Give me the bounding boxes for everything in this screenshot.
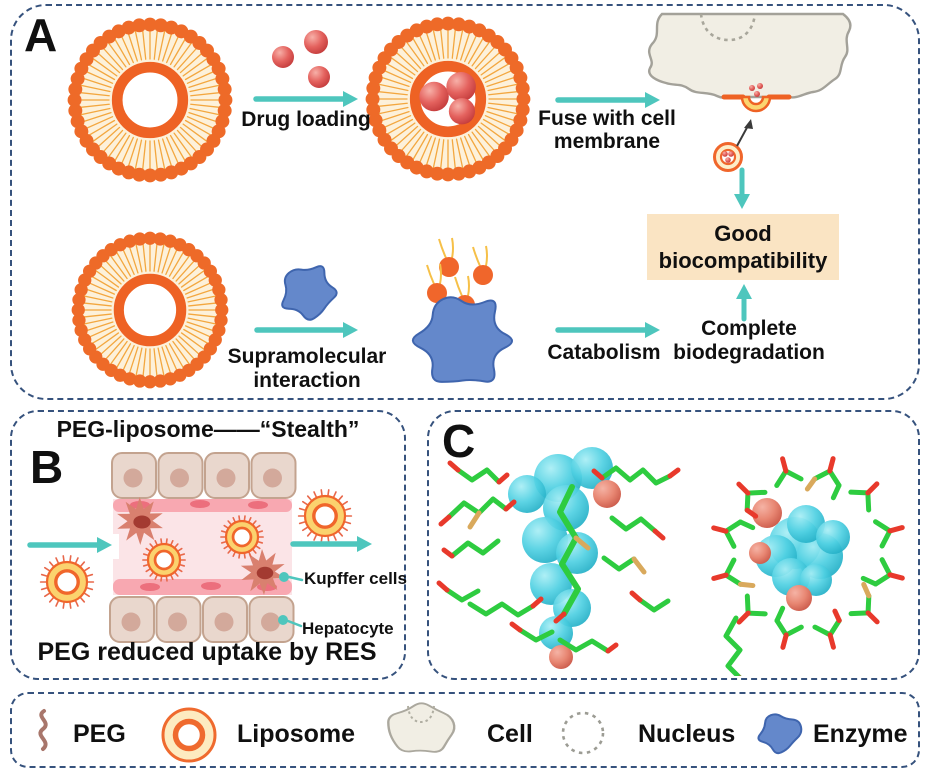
lipid-enzyme-complex	[411, 237, 513, 383]
supramolecular-interaction-label: Supramolecular interaction	[227, 345, 387, 392]
panel-b-title: PEG-liposome——“Stealth”	[56, 416, 360, 442]
arrow	[555, 322, 660, 338]
legend-label-liposome: Liposome	[237, 720, 356, 748]
peg-liposome-in-vessel-2	[220, 515, 264, 559]
drug-loading-label: Drug loading	[241, 108, 371, 131]
legend-border	[10, 692, 920, 768]
cell-icon	[387, 702, 456, 753]
enzyme-small	[281, 265, 338, 321]
complete-biodegradation-label: Complete biodegradation	[673, 317, 825, 364]
legend-label-nucleus: Nucleus	[638, 720, 736, 748]
guest-spheres	[749, 498, 850, 611]
arrow	[254, 322, 358, 338]
legend-scene	[38, 702, 803, 763]
molecule-top-view	[711, 456, 905, 676]
good-biocompatibility-box: Good biocompatibility	[647, 214, 839, 280]
drug-loaded-liposome	[365, 16, 531, 182]
membrane-fusion-site	[721, 83, 792, 113]
arrow	[253, 91, 358, 107]
free-drug-molecules	[272, 30, 330, 88]
arrow	[290, 536, 372, 552]
panel-b-label: B	[30, 441, 64, 493]
peg-liposome-exiting	[297, 489, 353, 543]
fuse-with-cell-membrane-label: Fuse with cell membrane	[538, 107, 676, 153]
hepatocyte-bottom-3	[248, 596, 295, 643]
hepatocyte-bottom-2	[202, 596, 248, 643]
empty-liposome-2	[71, 231, 229, 389]
panel-c-label: C	[442, 415, 476, 467]
hepatocyte-top-1	[157, 452, 204, 499]
kupffer-pointer	[279, 572, 304, 582]
kupffer-cells-label: Kupffer cells	[304, 569, 407, 588]
catabolism-label: Catabolism	[547, 341, 661, 364]
hepatocyte-top-0	[111, 452, 157, 499]
hepatocyte-top-3	[250, 452, 297, 499]
cell	[647, 12, 852, 99]
peg-liposome-in-vessel-1	[142, 538, 186, 582]
enzyme-icon	[757, 713, 803, 755]
legend-label-cell: Cell	[487, 720, 533, 748]
empty-liposome	[67, 17, 233, 183]
panel-b-caption: PEG reduced uptake by RES	[37, 638, 377, 666]
legend-label-enzyme: Enzyme	[813, 720, 908, 748]
hepatocyte-top-2	[204, 452, 250, 499]
panel-b-scene	[27, 452, 372, 643]
arrow	[555, 92, 660, 108]
panel-b-border	[10, 410, 406, 680]
curved-arrow	[736, 119, 753, 147]
hepatocyte-bottom-0	[109, 596, 155, 643]
panel-a-label: A	[24, 9, 58, 61]
liposome-icon	[161, 707, 217, 763]
kupffer-cell-2	[240, 549, 286, 595]
hepatocyte-bottom-1	[155, 596, 202, 643]
molecule-side-view	[436, 447, 681, 669]
arrow	[27, 537, 112, 553]
kupffer-cell-1	[117, 497, 163, 545]
hepatocyte-pointer	[278, 615, 303, 628]
hepatocyte-label: Hepatocyte	[302, 619, 394, 638]
guest-spheres	[508, 447, 621, 669]
legend-label-peg: PEG	[73, 720, 126, 748]
arrow	[734, 167, 750, 209]
arrow	[736, 284, 752, 322]
panel-a-border	[10, 4, 920, 400]
panel-a-scene	[67, 12, 852, 389]
peg-liposome-entering	[39, 555, 95, 609]
host-sticks	[436, 460, 681, 654]
panel-c-scene	[436, 447, 905, 676]
enzyme-large	[411, 296, 513, 383]
host-ring-sticks	[711, 456, 905, 676]
panel-c-border	[427, 410, 920, 680]
nucleus-icon	[561, 711, 605, 755]
endothelium-top	[113, 499, 292, 512]
peg-squiggle-icon	[38, 709, 48, 751]
nucleus-dashed-arc	[699, 13, 757, 42]
small-drug-liposome	[713, 142, 743, 172]
